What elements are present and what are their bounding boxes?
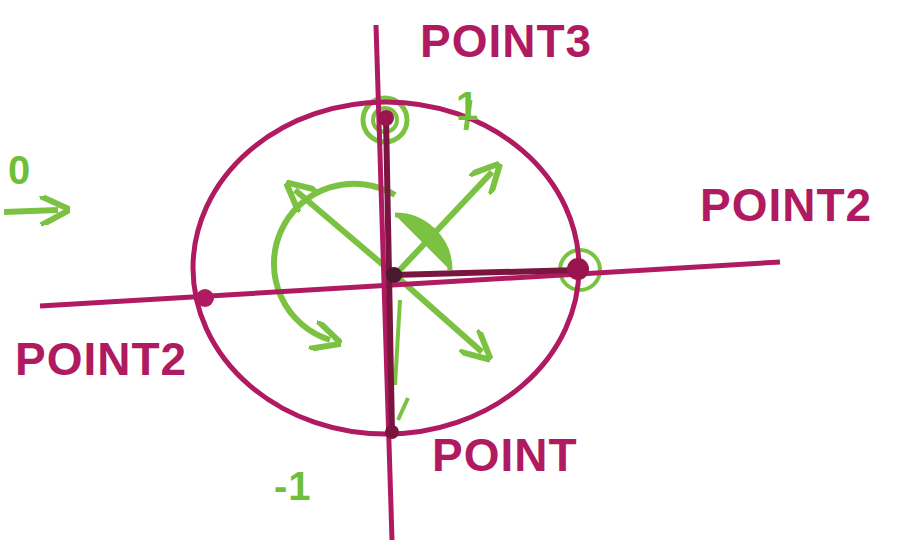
axis-value: 1	[456, 86, 479, 126]
horizontal-axis	[40, 262, 780, 306]
point-dot	[567, 258, 589, 280]
point-label: POINT3	[420, 18, 592, 64]
radius-segment	[392, 270, 578, 275]
axis-value: 0	[8, 150, 31, 190]
point-dot	[378, 110, 394, 126]
vertical-axis	[376, 25, 392, 540]
rotation-arc	[274, 184, 395, 340]
point-dot	[196, 289, 214, 307]
tick-mark	[398, 398, 408, 420]
origin-dot	[386, 267, 402, 283]
point-label: POINT	[432, 432, 578, 478]
green-stroke	[395, 300, 400, 385]
point-label: POINT2	[15, 336, 187, 382]
point-dot	[385, 425, 399, 439]
axis-value: -1	[274, 466, 312, 506]
direction-arrow	[395, 172, 492, 275]
point-label: POINT2	[700, 182, 872, 228]
direction-arrow	[4, 210, 58, 212]
